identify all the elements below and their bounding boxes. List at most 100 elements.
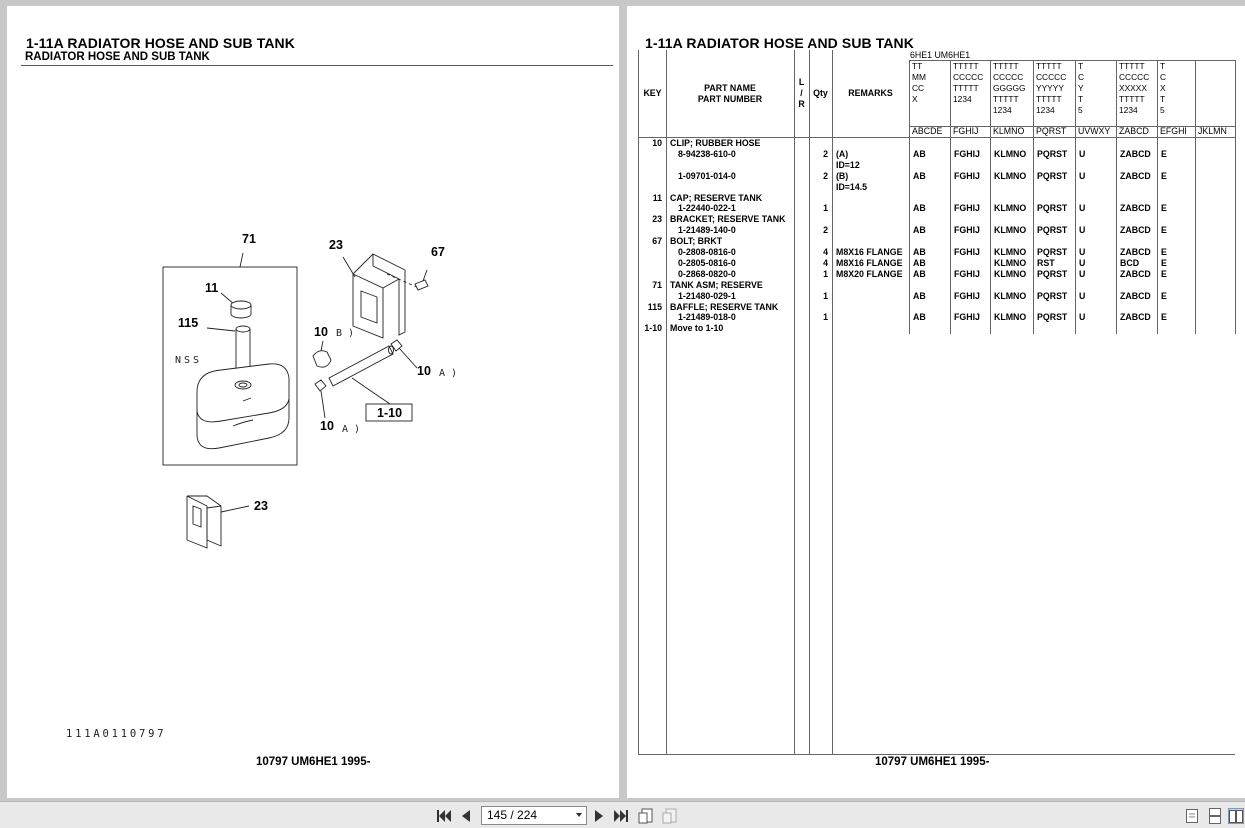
row-remarks: M8X16 FLANGE <box>836 247 903 257</box>
row-remarks: M8X16 FLANGE <box>836 257 903 268</box>
spec-header-cell: CCCCC <box>953 72 984 82</box>
row-part-number: 0-2808-0816-0 <box>678 247 736 257</box>
row-part-name: CLIP; RUBBER HOSE <box>670 138 761 148</box>
next-page-icon[interactable] <box>591 808 607 824</box>
parts-diagram: 71 23 67 11 115 NSS 10 B ) 10 A ) 1-10 1… <box>162 232 457 549</box>
row-part-number: 0-2868-0820-0 <box>678 268 736 279</box>
continuous-page-icon[interactable] <box>1207 808 1223 824</box>
header-lr-r: R <box>798 99 805 109</box>
code-header-cell: PQRST <box>1036 126 1067 136</box>
row-code-cell: BCD <box>1120 257 1140 268</box>
single-page-icon[interactable] <box>1184 808 1200 824</box>
left-page: 1-11A RADIATOR HOSE AND SUB TANK RADIATO… <box>7 6 619 798</box>
header-part-name: PART NAME <box>704 83 756 93</box>
header-lr-l: L <box>798 77 805 87</box>
spec-header-cell: T <box>1078 61 1084 71</box>
row-code-cell: ZABCD <box>1120 247 1151 257</box>
spec-header-cell: 5 <box>1078 105 1083 115</box>
model-row: 6HE1 UM6HE1 <box>910 50 971 60</box>
spec-header-cell: TTTTT <box>1119 94 1145 104</box>
spec-header-cell: CCCCC <box>1119 72 1150 82</box>
row-code-cell: KLMNO <box>994 257 1027 268</box>
row-key: 71 <box>652 279 662 290</box>
row-code-cell: KLMNO <box>994 170 1027 181</box>
row-code-cell: E <box>1161 257 1167 268</box>
row-code-cell: RST <box>1037 257 1055 268</box>
row-code-cell: AB <box>913 312 926 323</box>
rotate-icon[interactable] <box>638 808 654 824</box>
spec-header-cell: TTTTT <box>1119 61 1145 71</box>
row-code-cell: U <box>1079 268 1086 279</box>
header-remarks: REMARKS <box>848 88 893 98</box>
row-code-cell: E <box>1161 170 1167 181</box>
row-qty: 4 <box>823 257 828 268</box>
row-part-number: 1-21480-029-1 <box>678 290 736 301</box>
row-qty: 1 <box>823 268 828 279</box>
row-qty: 1 <box>823 203 828 214</box>
header-key: KEY <box>643 88 662 98</box>
spec-header-cell: X <box>912 94 918 104</box>
row-code-cell: U <box>1079 225 1086 236</box>
row-part-name: Move to 1-10 <box>670 323 724 334</box>
parts-table: 6HE1 UM6HE1 KEY PART NAME PART NUMBER L … <box>638 50 1236 755</box>
spec-header-cell: X <box>1160 83 1166 93</box>
header-part-number: PART NUMBER <box>697 94 763 104</box>
row-code-cell: U <box>1079 257 1086 268</box>
row-code-cell: ZABCD <box>1120 312 1151 323</box>
spec-header-cell: TTTTT <box>953 61 979 71</box>
spec-header-cell: CC <box>912 83 925 93</box>
row-code-cell: FGHIJ <box>954 247 980 257</box>
row-code-cell: KLMNO <box>994 225 1027 236</box>
spec-header-cell: 5 <box>1160 105 1165 115</box>
callout-67: 67 <box>431 245 445 259</box>
row-qty: 2 <box>823 148 828 159</box>
spec-header-cell: TT <box>912 61 923 71</box>
row-code-cell: ZABCD <box>1120 290 1151 301</box>
spec-header-cell: TTTTT <box>1036 61 1062 71</box>
spec-header-cell: YYYYY <box>1036 83 1064 93</box>
row-part-number: 1-21489-140-0 <box>678 225 736 236</box>
last-page-icon[interactable] <box>613 808 629 824</box>
row-code-cell: E <box>1161 247 1167 257</box>
row-code-cell: U <box>1079 170 1086 181</box>
spec-header-cell: TTTTT <box>993 61 1019 71</box>
callout-10-a-left: 10 <box>320 419 334 433</box>
header-lr-slash: / <box>800 88 803 98</box>
row-code-cell: AB <box>913 225 926 236</box>
two-page-icon[interactable] <box>1228 808 1244 824</box>
row-code-cell: PQRST <box>1037 170 1068 181</box>
spec-header-cell: CCCCC <box>993 72 1024 82</box>
row-qty: 2 <box>823 170 828 181</box>
prev-page-icon[interactable] <box>458 808 474 824</box>
callout-23-upper: 23 <box>329 238 343 252</box>
callout-1-10: 1-10 <box>377 406 402 420</box>
row-part-name: BAFFLE; RESERVE TANK <box>670 301 779 312</box>
page-number-select[interactable]: 145 / 224 <box>481 806 587 825</box>
spec-header-cell: MM <box>912 72 926 82</box>
row-code-cell: E <box>1161 312 1167 323</box>
row-code-cell: AB <box>913 247 926 257</box>
row-code-cell: KLMNO <box>994 203 1027 214</box>
row-key: 23 <box>652 214 662 225</box>
row-code-cell: ZABCD <box>1120 225 1151 236</box>
row-code-cell: FGHIJ <box>954 225 980 236</box>
spec-header-cell: 1234 <box>993 105 1012 115</box>
row-code-cell: U <box>1079 290 1086 301</box>
code-header-cell: EFGHI <box>1160 126 1187 136</box>
page-title: 1-11A RADIATOR HOSE AND SUB TANK <box>645 35 914 51</box>
row-code-cell: U <box>1079 203 1086 214</box>
spec-header-cell: T <box>1078 94 1084 104</box>
callout-115: 115 <box>178 316 198 330</box>
row-code-cell: ZABCD <box>1120 148 1151 159</box>
rotate-disabled-icon[interactable] <box>662 808 678 824</box>
row-code-cell: U <box>1079 312 1086 323</box>
row-code-cell: AB <box>913 148 926 159</box>
row-remarks: ID=12 <box>836 159 860 170</box>
row-part-number: 1-21489-018-0 <box>678 312 736 323</box>
row-code-cell: E <box>1161 203 1167 214</box>
spec-header-cell: CCCCC <box>1036 72 1067 82</box>
row-code-cell: E <box>1161 290 1167 301</box>
row-part-name: BRACKET; RESERVE TANK <box>670 214 786 225</box>
row-code-cell: PQRST <box>1037 203 1068 214</box>
first-page-icon[interactable] <box>436 808 452 824</box>
